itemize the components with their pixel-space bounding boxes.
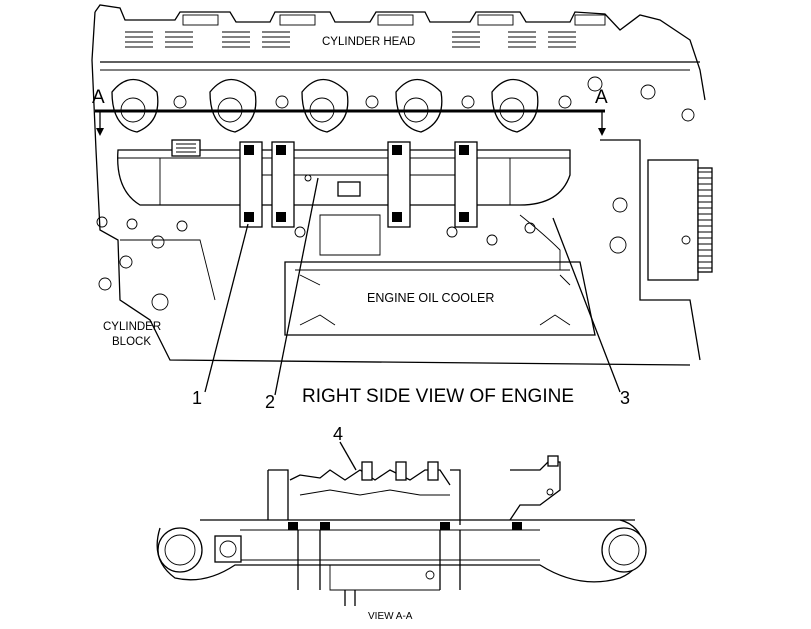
section-view-a-a (156, 455, 647, 606)
section-marker-right: A (595, 87, 608, 108)
section-line-a-a: A A (92, 87, 608, 136)
engine-oil-cooler: ENGINE OIL COOLER (284, 261, 596, 336)
section-view-title: VIEW A-A (368, 611, 413, 622)
section-marker-left: A (92, 87, 105, 108)
valve-springs (125, 31, 576, 48)
leader-lines (204, 177, 621, 471)
cylinder-block-label-line1: CYLINDER (103, 321, 161, 333)
engine-oil-cooler-label: ENGINE OIL COOLER (367, 291, 494, 305)
cylinder-head-label: CYLINDER HEAD (322, 36, 415, 48)
main-view-title: RIGHT SIDE VIEW OF ENGINE (302, 386, 574, 407)
callout-1: 1 (192, 388, 202, 408)
callout-3: 3 (620, 388, 630, 408)
exhaust-manifold (117, 139, 571, 206)
heat-shield-brackets (239, 141, 478, 228)
callout-4: 4 (333, 424, 343, 444)
cylinder-head (91, 4, 706, 151)
front-damper (647, 159, 713, 281)
callout-2: 2 (265, 392, 275, 412)
cylinder-block-label-line2: BLOCK (112, 336, 151, 348)
cylinder-block (95, 139, 701, 366)
